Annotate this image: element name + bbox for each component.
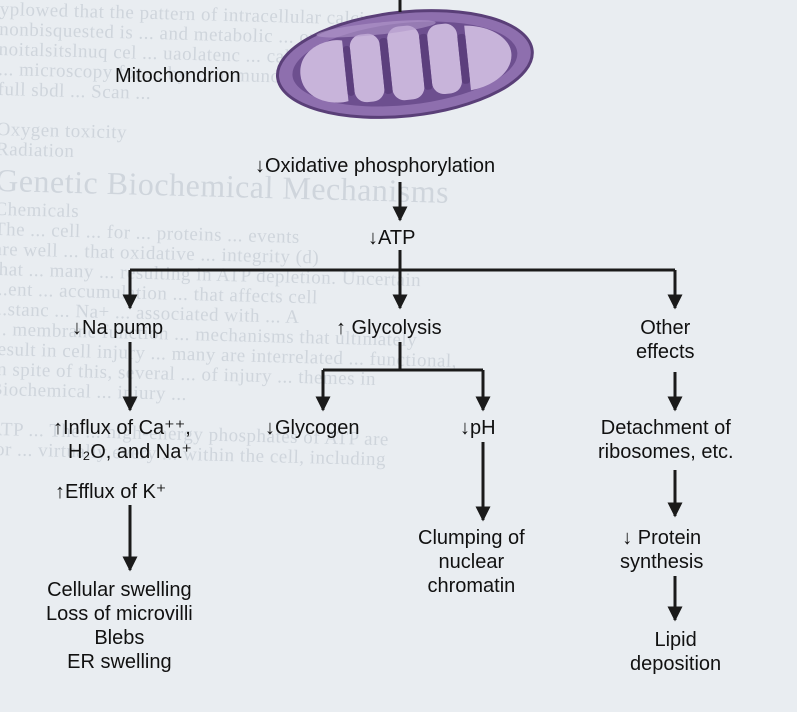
lipid-line: deposition bbox=[630, 653, 722, 675]
node-cellular-swelling: Cellular swelling Loss of microvilli Ble… bbox=[46, 578, 193, 674]
detachment-line: ribosomes, etc. bbox=[598, 441, 734, 463]
node-glycolysis: ↑ Glycolysis bbox=[336, 317, 442, 339]
influx-line: ↑Influx of Ca⁺⁺, bbox=[53, 417, 191, 439]
mitochondrion-icon bbox=[275, 9, 534, 119]
diagram-canvas: yplowed that the pattern of intracellula… bbox=[0, 0, 734, 676]
swelling-line: Blebs bbox=[94, 627, 145, 649]
node-mitochondrion: Mitochondrion bbox=[115, 65, 241, 87]
node-clumping: Clumping of nuclear chromatin bbox=[418, 526, 525, 598]
node-influx: ↑Influx of Ca⁺⁺, H₂O, and Na⁺ bbox=[53, 416, 192, 464]
clumping-line: Clumping of bbox=[418, 527, 525, 549]
protein-line: synthesis bbox=[620, 551, 704, 573]
swelling-line: ER swelling bbox=[67, 651, 172, 673]
node-na-pump: ↓Na pump bbox=[72, 317, 164, 339]
protein-line: ↓ Protein bbox=[622, 527, 702, 549]
node-other-effects: Other effects bbox=[636, 316, 695, 364]
flow-arrows bbox=[122, 0, 683, 622]
influx-line: H₂O, and Na⁺ bbox=[68, 441, 192, 463]
other-effects-line: Other bbox=[640, 317, 691, 339]
lipid-line: Lipid bbox=[654, 629, 697, 651]
node-glycogen: ↓Glycogen bbox=[265, 417, 360, 439]
node-atp: ↓ATP bbox=[368, 227, 416, 249]
node-lipid-deposition: Lipid deposition bbox=[630, 628, 721, 676]
node-oxidative-phosphorylation: ↓Oxidative phosphorylation bbox=[255, 155, 496, 177]
other-effects-line: effects bbox=[636, 341, 695, 363]
detachment-line: Detachment of bbox=[600, 417, 731, 439]
clumping-line: chromatin bbox=[427, 575, 516, 597]
node-efflux: ↑Efflux of K⁺ bbox=[55, 481, 167, 503]
node-protein-synthesis: ↓ Protein synthesis bbox=[620, 526, 703, 574]
swelling-line: Loss of microvilli bbox=[46, 603, 193, 625]
swelling-line: Cellular swelling bbox=[47, 579, 192, 601]
node-detachment: Detachment of ribosomes, etc. bbox=[598, 416, 734, 464]
clumping-line: nuclear bbox=[438, 551, 505, 573]
node-ph: ↓pH bbox=[460, 417, 496, 439]
